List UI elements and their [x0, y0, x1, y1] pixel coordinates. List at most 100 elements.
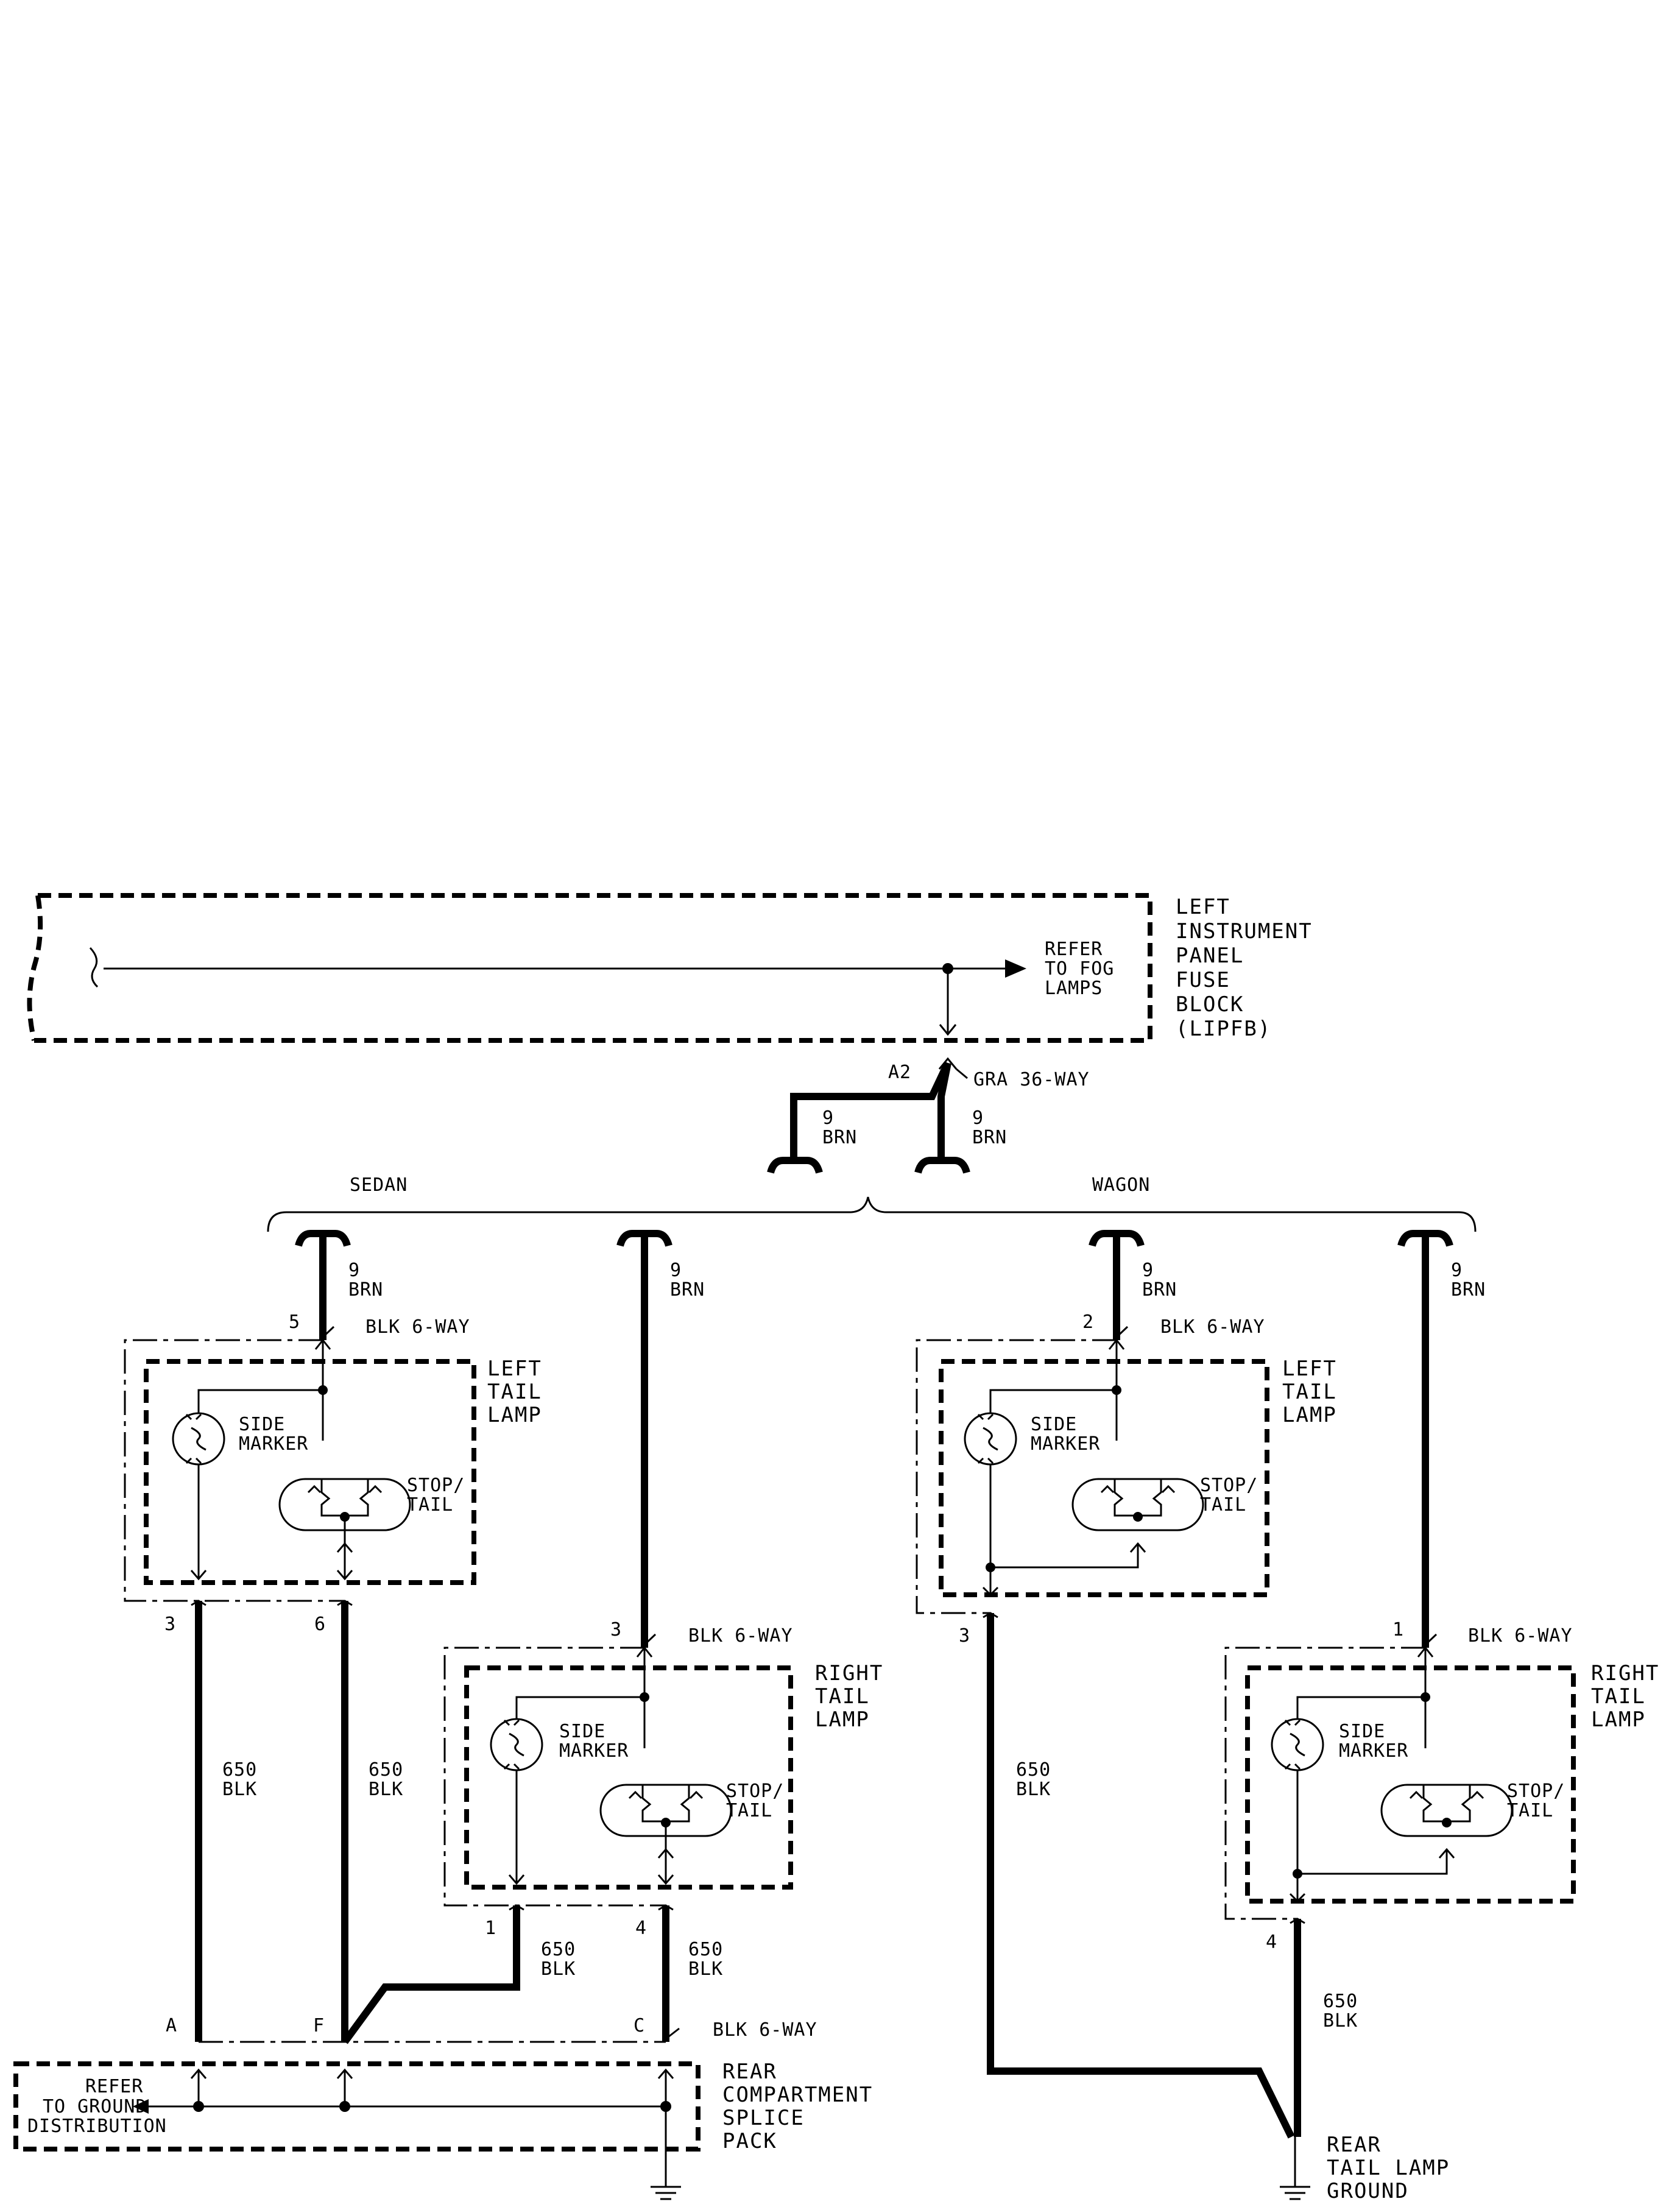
- connector-blk-6-way: BLK 6-WAY: [713, 2019, 817, 2041]
- ground-icon: [1280, 2186, 1310, 2200]
- arrow-left-icon: [133, 2099, 149, 2114]
- side-marker-label-1: SIDE: [239, 1414, 285, 1435]
- ground-label-1: REAR: [1327, 2133, 1382, 2157]
- side-marker-label-1: SIDE: [1031, 1414, 1077, 1435]
- wire-650-label: 650: [369, 1759, 403, 1781]
- stop-tail-label-2: TAIL: [1200, 1494, 1246, 1516]
- refer-ground-line-3: DISTRIBUTION: [27, 2116, 167, 2137]
- wire-9-label: 9: [670, 1260, 682, 1281]
- splice-dot: [660, 2101, 671, 2112]
- wire-brn-label: BRN: [1142, 1279, 1177, 1301]
- right-tail-label-1: RIGHT: [815, 1661, 883, 1686]
- splice-dot: [1442, 1818, 1452, 1827]
- fuse-block: REFER TO FOG LAMPS LEFT INSTRUMENT PANEL…: [27, 893, 1313, 1043]
- stop-tail-label-1: STOP/: [1200, 1475, 1258, 1496]
- splice-pack-label-4: PACK: [722, 2129, 777, 2153]
- side-marker-bulb-icon: [490, 1718, 543, 1771]
- pin-2: 2: [1082, 1312, 1094, 1333]
- refer-ground-line-1: REFER: [85, 2076, 143, 2097]
- side-marker-bulb-icon: [964, 1412, 1017, 1466]
- refer-fog-line-3: LAMPS: [1045, 978, 1103, 999]
- pin-c: C: [634, 2015, 645, 2036]
- side-marker-label-1: SIDE: [559, 1721, 605, 1742]
- stop-tail-label-2: TAIL: [1507, 1800, 1553, 1821]
- stop-tail-label-1: STOP/: [407, 1475, 465, 1496]
- left-tail-label-1: LEFT: [1282, 1357, 1337, 1381]
- refer-fog-line-1: REFER: [1045, 939, 1103, 960]
- refer-fog-line-2: TO FOG: [1045, 958, 1114, 980]
- rear-tail-lamp-ground: REAR TAIL LAMP GROUND: [1280, 2133, 1450, 2203]
- wire-9-brn-sedan: [790, 1061, 951, 1160]
- pin-4: 4: [635, 1918, 647, 1939]
- pin-5: 5: [289, 1312, 300, 1333]
- connector-outline: [1224, 1647, 1425, 1920]
- ground-label-2: TAIL LAMP: [1327, 2156, 1450, 2180]
- pin-3: 3: [610, 1619, 622, 1640]
- fuse-block-label-5: BLOCK: [1176, 992, 1244, 1017]
- splice-dot: [339, 2101, 350, 2112]
- connector-arrow-icon: [939, 1024, 957, 1036]
- sedan-circuit: 9 BRN 9 BRN 5 BLK 6-WAY LEFT TAIL LAMP S…: [124, 1230, 883, 2044]
- right-tail-label-1: RIGHT: [1591, 1661, 1659, 1686]
- fuse-block-label-2: INSTRUMENT: [1176, 919, 1313, 944]
- fuse-block-outline: [34, 893, 1152, 1043]
- splice-pack-label-1: REAR: [722, 2060, 777, 2084]
- connector-gra-36-way: GRA 36-WAY: [973, 1069, 1090, 1090]
- refer-ground-line-2: TO GROUND: [43, 2096, 147, 2117]
- wire-brn-label: BRN: [1451, 1279, 1486, 1301]
- wire-blk-label: BLK: [1016, 1779, 1051, 1800]
- wire-blk-label: BLK: [222, 1779, 257, 1800]
- right-tail-label-2: TAIL: [1591, 1684, 1646, 1709]
- pin-6: 6: [314, 1614, 326, 1635]
- wire-blk-label: BLK: [541, 1958, 576, 1980]
- wire-650-label: 650: [541, 1939, 576, 1960]
- rear-compartment-splice-pack: REFER TO GROUND DISTRIBUTION REAR COMPAR…: [13, 2060, 873, 2200]
- pin-1: 1: [1392, 1619, 1404, 1640]
- wagon-label: WAGON: [1092, 1174, 1150, 1196]
- right-tail-lamp-outline: [1245, 1665, 1576, 1904]
- connector-outline: [124, 1339, 344, 1602]
- wire-blk-label: BLK: [1323, 2010, 1358, 2032]
- connector-outline: [443, 1647, 666, 1907]
- stop-tail-label-1: STOP/: [1507, 1781, 1565, 1802]
- right-tail-label-3: LAMP: [815, 1707, 870, 1732]
- wire-650-label: 650: [222, 1759, 257, 1781]
- pin-3: 3: [959, 1625, 970, 1647]
- stop-tail-bulb-icon: [1071, 1478, 1204, 1531]
- wagon-circuit: 9 BRN 9 BRN 2 BLK 6-WAY LEFT TAIL LAMP S…: [916, 1230, 1659, 2139]
- pin-4: 4: [1266, 1932, 1277, 1953]
- wire-brn-label: BRN: [670, 1279, 705, 1301]
- fuse-output-wires: A2 GRA 36-WAY 9 BRN 9 BRN: [767, 1057, 1090, 1174]
- wire-break-icon: [767, 1157, 823, 1174]
- left-tail-label-3: LAMP: [487, 1403, 542, 1427]
- fuse-block-label-6: (LIPFB): [1176, 1017, 1271, 1041]
- right-tail-label-3: LAMP: [1591, 1707, 1646, 1732]
- stop-tail-label-2: TAIL: [726, 1800, 772, 1821]
- stop-tail-label-2: TAIL: [407, 1494, 453, 1516]
- fuse-block-label-1: LEFT: [1176, 895, 1230, 919]
- fuse-block-label-4: FUSE: [1176, 968, 1230, 992]
- bus-break-symbol: [89, 947, 99, 988]
- left-tail-lamp-outline: [144, 1359, 476, 1585]
- connector-blk-6-way: BLK 6-WAY: [1468, 1625, 1573, 1647]
- wire-650-blk-ground: [987, 1613, 1295, 2139]
- connector-arrow-icon: [938, 1057, 958, 1070]
- sedan-label: SEDAN: [350, 1174, 408, 1196]
- splice-pack-label-3: SPLICE: [722, 2106, 805, 2130]
- side-marker-label-2: MARKER: [1339, 1740, 1408, 1762]
- pin-3: 3: [164, 1614, 176, 1635]
- wire-650-label: 650: [1016, 1759, 1051, 1781]
- connector-blk-6-way: BLK 6-WAY: [688, 1625, 793, 1647]
- splice-pack-label-2: COMPARTMENT: [722, 2083, 873, 2107]
- wire-9-label: 9: [972, 1107, 984, 1129]
- side-marker-bulb-icon: [1271, 1718, 1324, 1771]
- connector-outline: [916, 1339, 1117, 1614]
- side-marker-label-2: MARKER: [559, 1740, 629, 1762]
- wire-brn-label: BRN: [348, 1279, 383, 1301]
- pin-1: 1: [485, 1918, 496, 1939]
- left-tail-label-1: LEFT: [487, 1357, 542, 1381]
- left-tail-label-3: LAMP: [1282, 1403, 1337, 1427]
- wire-9-label: 9: [1142, 1260, 1154, 1281]
- wire-9-label: 9: [348, 1260, 360, 1281]
- wire-650-label: 650: [688, 1939, 723, 1960]
